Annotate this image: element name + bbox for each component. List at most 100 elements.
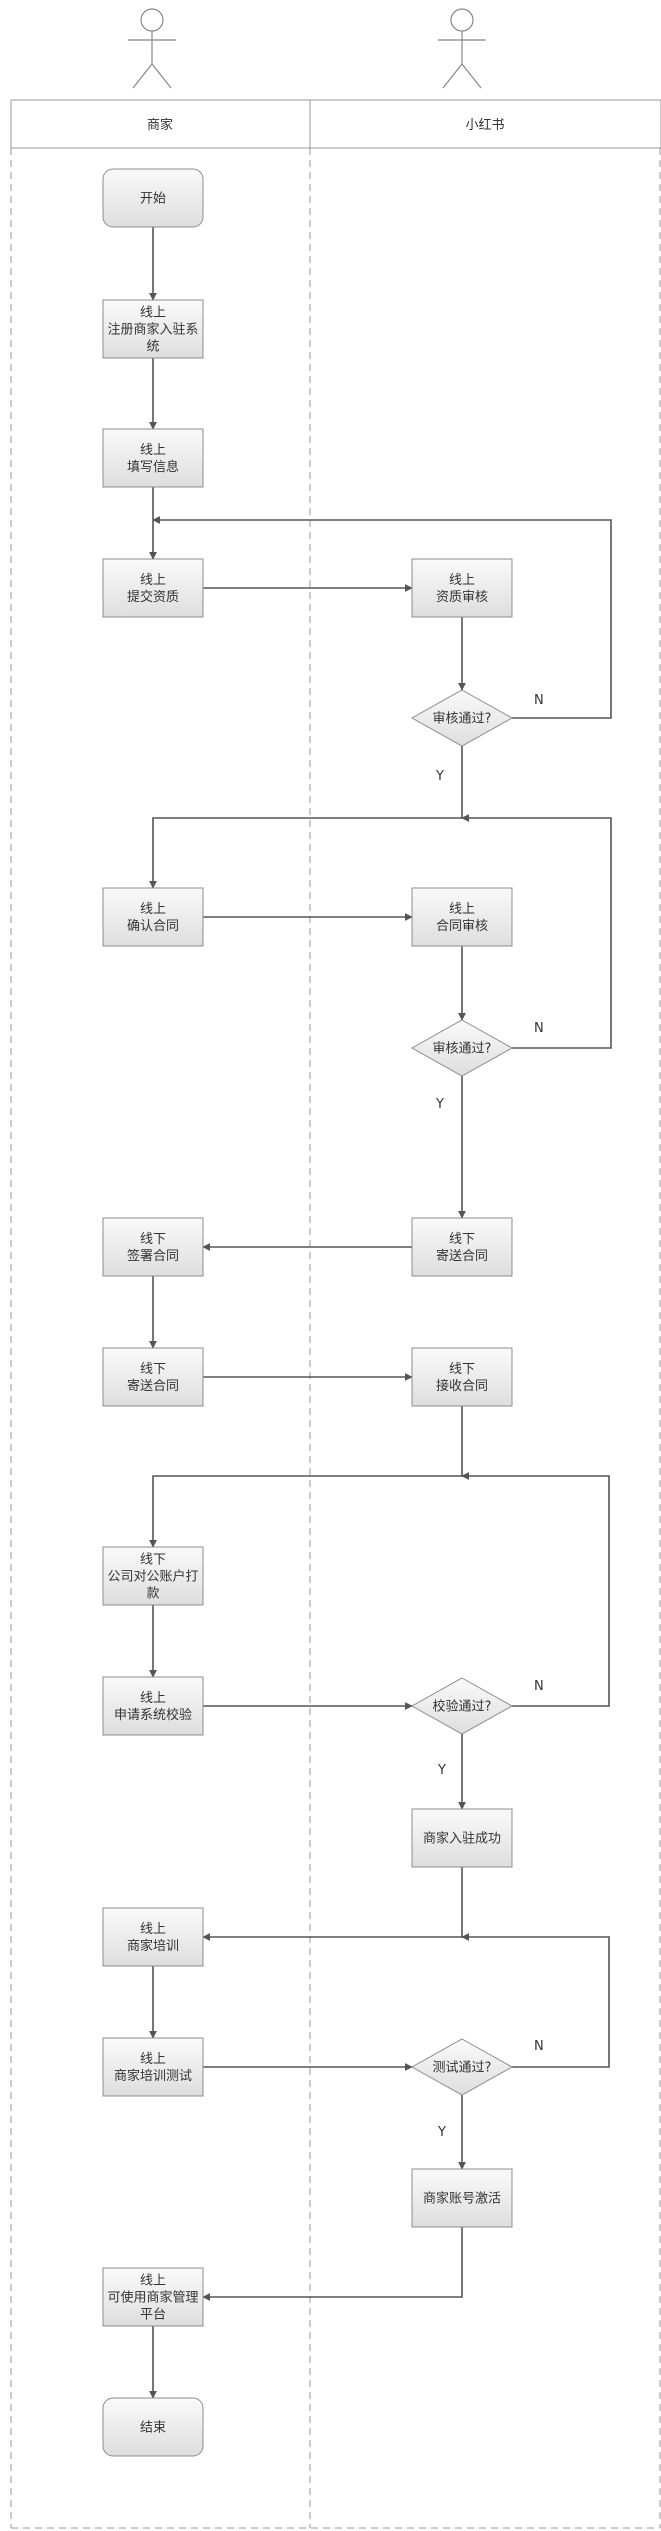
node-sign-label: 线下 [140, 1232, 166, 1247]
node-pay-label: 款 [146, 1587, 159, 1602]
edge-label-d2-to-confirm: N [534, 1021, 544, 1036]
edge-label-d3-to-pay: N [534, 1679, 544, 1694]
node-success-label: 商家入驻成功 [423, 1831, 501, 1847]
node-start-label: 开始 [140, 192, 166, 207]
node-confirm-shape [102, 887, 204, 947]
edge-d3-to-pay [461, 1472, 610, 1707]
edge-label-d4-to-train: N [534, 2039, 544, 2054]
node-qual-label: 线上 [449, 573, 475, 588]
node-pay-label: 公司对公账户打 [107, 1569, 198, 1585]
node-confirm-label: 线上 [140, 902, 166, 917]
edge-recv-to-pay [149, 1406, 463, 1548]
node-review-label: 线上 [449, 902, 475, 917]
node-fill-label: 填写信息 [127, 459, 179, 475]
node-use-label: 可使用商家管理 [107, 2290, 198, 2306]
node-recv-label: 接收合同 [436, 1378, 488, 1394]
node-d1-shape [410, 689, 514, 747]
actor-merchant-icon [128, 8, 176, 89]
edge-d1-to-confirm [149, 746, 463, 889]
node-fill-shape [102, 428, 204, 488]
node-d3-label: 校验通过? [433, 1699, 492, 1715]
node-start: 开始 [102, 168, 204, 228]
node-d4-shape [410, 2038, 514, 2096]
edge-success-to-train [202, 1867, 463, 1941]
lane-title-merchant: 商家 [147, 117, 173, 133]
edge-label-d4-to-activate: Y [437, 2125, 446, 2140]
node-success: 商家入驻成功 [411, 1808, 513, 1868]
node-submit-shape [102, 558, 204, 618]
node-submit-label: 提交资质 [127, 589, 179, 605]
node-d2-label: 审核通过? [433, 1042, 492, 1057]
node-use-shape [102, 2267, 204, 2327]
edge-label-d2-to-send1: Y [435, 1097, 444, 1112]
node-start-shape [102, 168, 204, 228]
node-review-label: 合同审核 [436, 919, 488, 934]
edge-label-d3-to-success: Y [437, 1763, 446, 1778]
node-sign-shape [102, 1217, 204, 1277]
node-test-label: 线上 [140, 2052, 166, 2067]
node-test-shape [102, 2037, 204, 2097]
node-train-label: 商家培训 [127, 1938, 179, 1954]
node-send1-label: 线下 [449, 1232, 475, 1247]
node-reg-label: 统 [146, 340, 159, 355]
node-recv-shape [411, 1347, 513, 1407]
node-reg-shape [102, 299, 204, 359]
edge-d4-to-train [461, 1933, 610, 2068]
node-activate-label: 商家账号激活 [423, 2191, 501, 2207]
node-d3: 校验通过? [410, 1677, 514, 1735]
node-end: 结束 [102, 2397, 204, 2457]
node-d1-label: 审核通过? [433, 712, 492, 727]
node-train-label: 线上 [140, 1922, 166, 1937]
node-reg-label: 线上 [140, 306, 166, 321]
node-pay-shape [102, 1546, 204, 1606]
node-send2-shape [102, 1347, 204, 1407]
actor-xiaohongshu-icon [438, 8, 486, 89]
node-end-shape [102, 2397, 204, 2457]
node-fill-label: 线上 [140, 443, 166, 458]
node-use-label: 线上 [140, 2274, 166, 2289]
node-recv-label: 线下 [449, 1362, 475, 1377]
lane-title-xiaohongshu: 小红书 [465, 117, 504, 133]
node-test-label: 商家培训测试 [114, 2068, 192, 2084]
node-end-label: 结束 [140, 2421, 166, 2436]
swimlane-frame [10, 99, 661, 2529]
node-sign-label: 签署合同 [127, 1248, 179, 1264]
edge-d1-to-submit [152, 516, 612, 719]
node-d4-label: 测试通过? [433, 2061, 492, 2076]
node-pay-label: 线下 [140, 1553, 166, 1568]
node-reg-label: 注册商家入驻系 [107, 322, 198, 338]
edge-d2-to-confirm [461, 814, 612, 1049]
edge-activate-to-use [202, 2227, 463, 2301]
node-apply-label: 申请系统校验 [114, 1707, 192, 1723]
node-activate-shape [411, 2168, 513, 2228]
node-d2-shape [410, 1019, 514, 1077]
node-send1-shape [411, 1217, 513, 1277]
node-use-label: 平台 [140, 2308, 166, 2323]
node-train-shape [102, 1907, 204, 1967]
node-d2: 审核通过? [410, 1019, 514, 1077]
node-apply-label: 线上 [140, 1691, 166, 1706]
node-review-shape [411, 887, 513, 947]
node-send2-label: 线下 [140, 1362, 166, 1377]
node-qual-label: 资质审核 [436, 590, 488, 605]
node-submit-label: 线上 [140, 573, 166, 588]
node-qual-shape [411, 558, 513, 618]
edge-label-d1-to-submit: N [534, 693, 544, 708]
node-send1-label: 寄送合同 [436, 1248, 488, 1264]
node-send2-label: 寄送合同 [127, 1378, 179, 1394]
node-d4: 测试通过? [410, 2038, 514, 2096]
